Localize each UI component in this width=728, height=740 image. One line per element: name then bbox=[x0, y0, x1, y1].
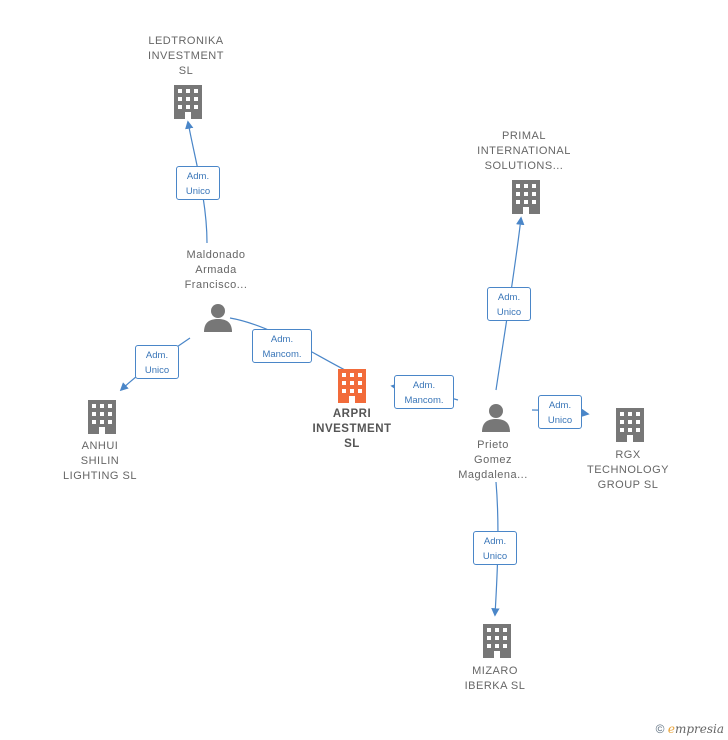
edge-label-e6[interactable]: Adm. Unico bbox=[538, 395, 582, 429]
person-icon bbox=[482, 404, 510, 432]
node-label-rgx[interactable]: RGX TECHNOLOGY GROUP SL bbox=[586, 449, 669, 491]
edge-label-e3[interactable]: Adm. Mancom. bbox=[252, 329, 312, 363]
node-label-ledtronika[interactable]: LEDTRONIKA INVESTMENT SL bbox=[148, 35, 224, 77]
copyright-icon: © bbox=[655, 722, 665, 736]
building-icon bbox=[616, 408, 644, 442]
node-label-arpri[interactable]: ARPRI INVESTMENT SL bbox=[312, 408, 392, 450]
edge-label-e4[interactable]: Adm. Mancom. bbox=[394, 375, 454, 409]
node-label-maldonado[interactable]: Maldonado Armada Francisco... bbox=[184, 249, 248, 291]
building-icon bbox=[88, 400, 116, 434]
node-label-primal[interactable]: PRIMAL INTERNATIONAL SOLUTIONS... bbox=[477, 130, 571, 172]
building-icon bbox=[512, 180, 540, 214]
edge-label-e5[interactable]: Adm. Unico bbox=[487, 287, 531, 321]
edge-label-e1[interactable]: Adm. Unico bbox=[176, 166, 220, 200]
node-label-anhui[interactable]: ANHUI SHILIN LIGHTING SL bbox=[63, 440, 137, 482]
brand-logo-initial: e bbox=[667, 722, 675, 736]
edge-label-e7[interactable]: Adm. Unico bbox=[473, 531, 517, 565]
node-label-prieto[interactable]: Prieto Gomez Magdalena... bbox=[458, 439, 528, 481]
footer-brand[interactable]: © empresia bbox=[656, 722, 724, 736]
building-icon-main bbox=[338, 369, 366, 403]
building-icon bbox=[174, 85, 202, 119]
person-icon bbox=[204, 304, 232, 332]
building-icon bbox=[483, 624, 511, 658]
brand-logo-text: mpresia bbox=[674, 722, 724, 736]
edge-label-e2[interactable]: Adm. Unico bbox=[135, 345, 179, 379]
node-label-mizaro[interactable]: MIZARO IBERKA SL bbox=[464, 665, 526, 692]
